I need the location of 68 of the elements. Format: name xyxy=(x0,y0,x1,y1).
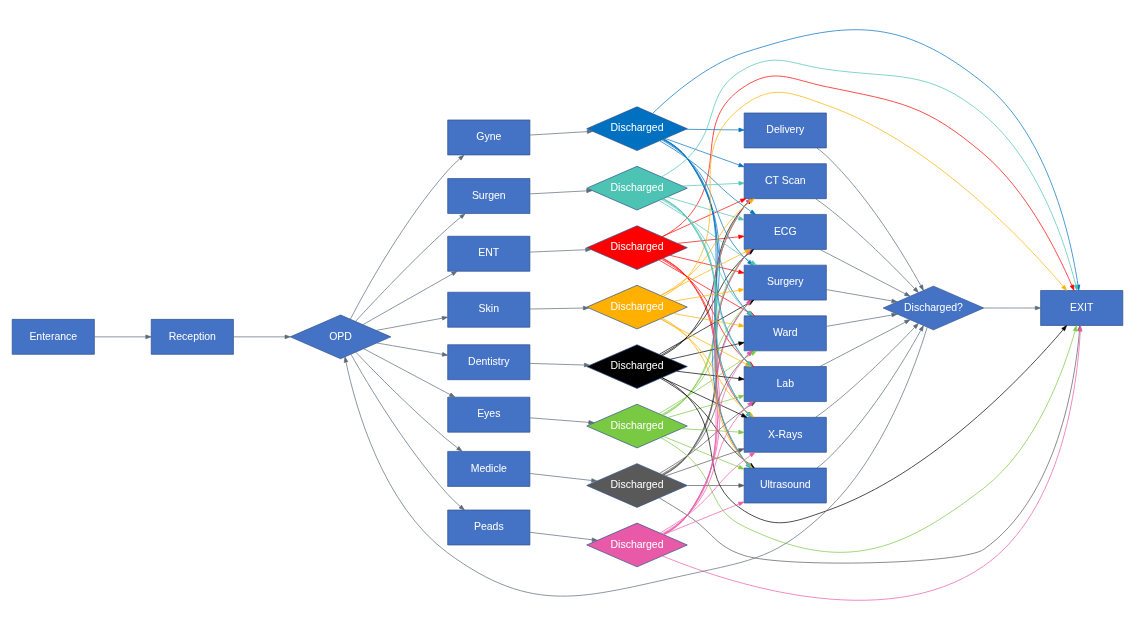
arrow xyxy=(529,362,590,368)
node-box: Delivery xyxy=(743,112,827,149)
arrow xyxy=(529,188,593,195)
arrow xyxy=(667,196,745,221)
node-box: X-Rays xyxy=(743,416,827,453)
arrow xyxy=(529,531,598,542)
node-diamond: OPD xyxy=(289,314,392,360)
arrow xyxy=(673,288,745,302)
node-box: Enterance xyxy=(11,319,95,355)
arrow xyxy=(819,249,911,297)
arrow xyxy=(816,325,924,469)
node-box: Ultrasound xyxy=(743,467,827,504)
arrow xyxy=(826,312,898,327)
arrow xyxy=(819,319,911,367)
node-box: ENT xyxy=(447,235,531,272)
arrow xyxy=(375,316,448,331)
arrow xyxy=(94,334,152,340)
arrow xyxy=(665,448,745,477)
node-box: Surgery xyxy=(743,264,827,301)
arrow xyxy=(815,198,919,293)
arrow xyxy=(529,247,592,253)
arrow xyxy=(529,305,589,311)
node-box: Peads xyxy=(447,509,531,546)
arrow xyxy=(663,436,745,470)
node-diamond: Discharged xyxy=(586,463,688,508)
arrow xyxy=(529,473,598,483)
arrow xyxy=(676,370,745,381)
arrow xyxy=(669,255,745,274)
arrow xyxy=(983,305,1041,311)
node-box: Lab xyxy=(743,366,827,402)
arrow xyxy=(687,483,745,488)
arrow xyxy=(355,213,466,322)
arrow xyxy=(659,140,756,215)
arrow xyxy=(529,417,595,425)
node-box: Skin xyxy=(447,291,531,328)
node-box: ECG xyxy=(743,214,827,250)
arrow xyxy=(664,138,745,168)
arrow xyxy=(350,353,465,511)
arrow xyxy=(816,147,924,291)
node-box: Surgen xyxy=(447,178,531,214)
node-box: Medicle xyxy=(447,451,531,487)
node-box: Eyes xyxy=(447,396,531,433)
node-box: Dentistry xyxy=(447,344,531,381)
node-box: CT Scan xyxy=(743,163,827,200)
arrow xyxy=(362,270,458,325)
arrow xyxy=(355,351,463,452)
arrow xyxy=(826,289,898,304)
arrow xyxy=(667,394,745,418)
node-box: Ward xyxy=(743,315,827,352)
arrow xyxy=(682,181,745,187)
arrow xyxy=(529,129,593,136)
arrow xyxy=(685,127,745,133)
arrow xyxy=(376,342,448,357)
arrow xyxy=(672,313,745,328)
arrow xyxy=(681,428,745,435)
arrow xyxy=(363,348,456,398)
arrow xyxy=(343,327,928,597)
arrow xyxy=(661,325,1067,524)
node-diamond: Discharged xyxy=(586,522,688,568)
arrow xyxy=(233,334,291,340)
node-box: Gyne xyxy=(447,119,531,156)
node-box: Reception xyxy=(150,319,234,355)
node-diamond: Discharged xyxy=(586,284,688,330)
arrow xyxy=(350,154,465,320)
arrow xyxy=(670,341,745,360)
arrow xyxy=(677,234,745,244)
arrow xyxy=(815,323,919,418)
node-box: EXIT xyxy=(1040,290,1124,326)
